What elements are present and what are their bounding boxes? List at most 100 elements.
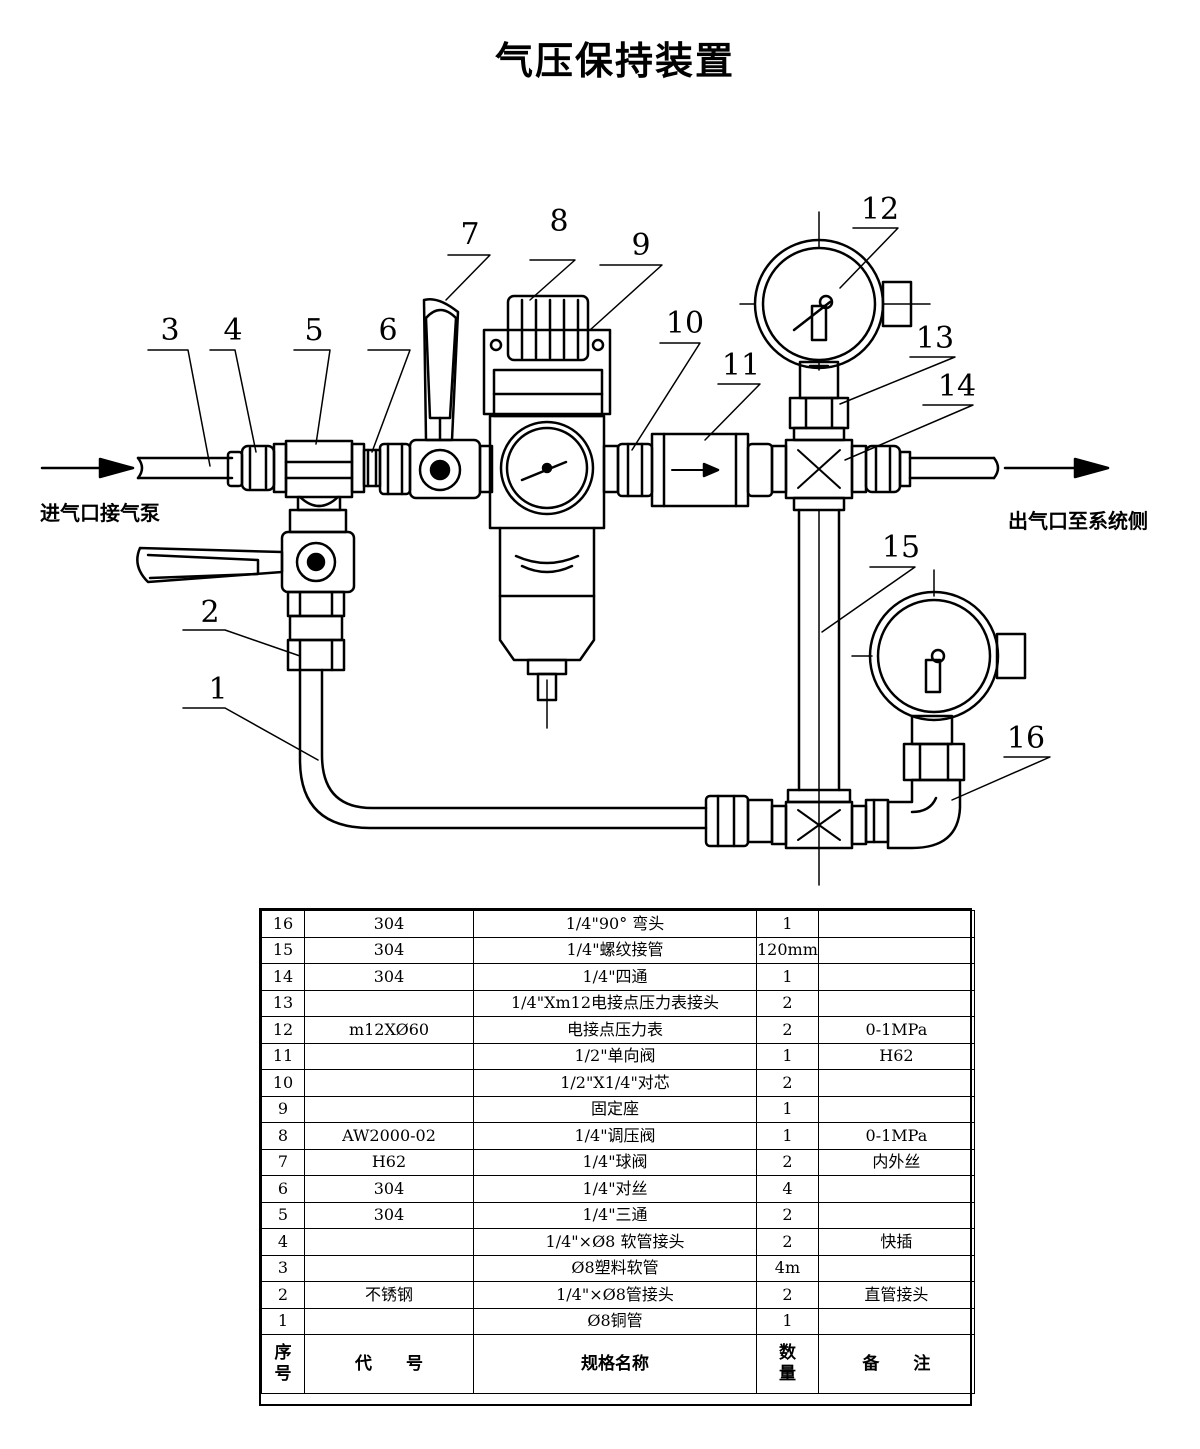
bom-cell-qty: 1 xyxy=(756,963,819,991)
bom-cell-no: 9 xyxy=(261,1095,305,1123)
copper-pipe xyxy=(298,668,708,830)
bom-cell-spec: 电接点压力表 xyxy=(473,1016,757,1044)
callout-14: 14 xyxy=(938,369,976,404)
pressure-gauge-bottom xyxy=(851,569,1027,722)
bom-header-no: 序 号 xyxy=(261,1334,305,1394)
bom-cell-qty: 2 xyxy=(756,1201,819,1229)
bom-cell-no: 10 xyxy=(261,1069,305,1097)
callout-13: 13 xyxy=(916,321,954,356)
bom-cell-no: 7 xyxy=(261,1148,305,1176)
bom-cell-spec: 1/2"单向阀 xyxy=(473,1042,757,1070)
bom-cell-no: 12 xyxy=(261,1016,305,1044)
bom-cell-spec: 1/4"四通 xyxy=(473,963,757,991)
callout-15: 15 xyxy=(882,530,920,565)
bom-header-row: 序 号代 号规格名称数 量备 注 xyxy=(261,1334,975,1394)
bom-cell-qty: 2 xyxy=(756,1148,819,1176)
bom-cell-note xyxy=(817,1307,975,1335)
ball-valve-top xyxy=(378,298,494,500)
bom-header-note: 备 注 xyxy=(817,1334,975,1394)
bom-header-spec: 规格名称 xyxy=(473,1334,757,1394)
bom-cell-qty: 2 xyxy=(756,1016,819,1044)
bom-cell-note xyxy=(817,936,975,964)
quick-connector-left xyxy=(226,444,276,492)
bom-cell-spec: 1/4"对丝 xyxy=(473,1175,757,1203)
outlet-arrow xyxy=(1003,457,1110,479)
bom-cell-spec: 1/4"90° 弯头 xyxy=(473,910,757,938)
reducer-coupling xyxy=(616,442,654,498)
callout-5: 5 xyxy=(304,313,323,348)
bom-cell-code: m12XØ60 xyxy=(304,1016,474,1044)
bom-cell-code: AW2000-02 xyxy=(304,1122,474,1150)
nipple-1 xyxy=(362,448,382,488)
bom-cell-spec: Ø8塑料软管 xyxy=(473,1254,757,1282)
bom-cell-code xyxy=(304,1095,474,1123)
ball-valve-lower xyxy=(136,508,356,672)
callout-1: 1 xyxy=(208,672,227,707)
bom-cell-no: 5 xyxy=(261,1201,305,1229)
check-valve xyxy=(650,432,774,508)
bom-cell-note xyxy=(817,989,975,1017)
pressure-gauge-top xyxy=(739,211,931,430)
bom-cell-code: 304 xyxy=(304,936,474,964)
bom-cell-note: 0-1MPa xyxy=(817,1122,975,1150)
bom-cell-code xyxy=(304,1042,474,1070)
bom-cell-spec: 1/4"×Ø8管接头 xyxy=(473,1281,757,1309)
bom-header-qty: 数 量 xyxy=(756,1334,819,1394)
callout-10: 10 xyxy=(666,306,704,341)
vertical-pipe xyxy=(797,508,841,886)
bom-cell-spec: Ø8铜管 xyxy=(473,1307,757,1335)
bom-cell-qty: 4m xyxy=(756,1254,819,1282)
cross-fitting xyxy=(770,426,868,512)
bom-cell-qty: 1 xyxy=(756,1122,819,1150)
bom-cell-code: 304 xyxy=(304,1201,474,1229)
bom-cell-code xyxy=(304,1254,474,1282)
page-title: 气压保持装置 xyxy=(494,38,735,83)
callout-16: 16 xyxy=(1007,721,1045,756)
bom-cell-note xyxy=(817,1175,975,1203)
callout-3: 3 xyxy=(160,313,179,348)
bom-cell-no: 6 xyxy=(261,1175,305,1203)
bom-cell-qty: 4 xyxy=(756,1175,819,1203)
bom-cell-note xyxy=(817,1069,975,1097)
callout-8: 8 xyxy=(549,204,568,239)
inlet-tee xyxy=(272,439,366,512)
bom-cell-code: H62 xyxy=(304,1148,474,1176)
inlet-arrow xyxy=(40,457,135,479)
pneumatic-assembly-drawing: 1 2 3 4 5 6 7 8 9 10 11 12 13 14 15 16 xyxy=(40,192,1110,886)
bom-cell-spec: 1/4"×Ø8 软管接头 xyxy=(473,1228,757,1256)
bom-cell-qty: 120mm xyxy=(756,936,819,964)
bom-cell-note xyxy=(817,963,975,991)
bom-cell-qty: 1 xyxy=(756,1095,819,1123)
bom-cell-qty: 2 xyxy=(756,1228,819,1256)
bom-cell-code: 304 xyxy=(304,910,474,938)
bom-cell-code xyxy=(304,1307,474,1335)
bom-cell-no: 3 xyxy=(261,1254,305,1282)
bom-cell-spec: 1/2"X1/4"对芯 xyxy=(473,1069,757,1097)
bom-cell-no: 2 xyxy=(261,1281,305,1309)
bom-cell-code: 304 xyxy=(304,1175,474,1203)
bom-cell-spec: 1/4"球阀 xyxy=(473,1148,757,1176)
bom-cell-note xyxy=(817,1095,975,1123)
bom-cell-qty: 1 xyxy=(756,1042,819,1070)
leader-lines xyxy=(147,227,1051,801)
bom-cell-no: 11 xyxy=(261,1042,305,1070)
callout-11: 11 xyxy=(722,348,760,383)
bom-cell-no: 14 xyxy=(261,963,305,991)
bom-cell-note: 快插 xyxy=(817,1228,975,1256)
bom-cell-no: 4 xyxy=(261,1228,305,1256)
bom-cell-note xyxy=(817,1201,975,1229)
bom-cell-no: 16 xyxy=(261,910,305,938)
